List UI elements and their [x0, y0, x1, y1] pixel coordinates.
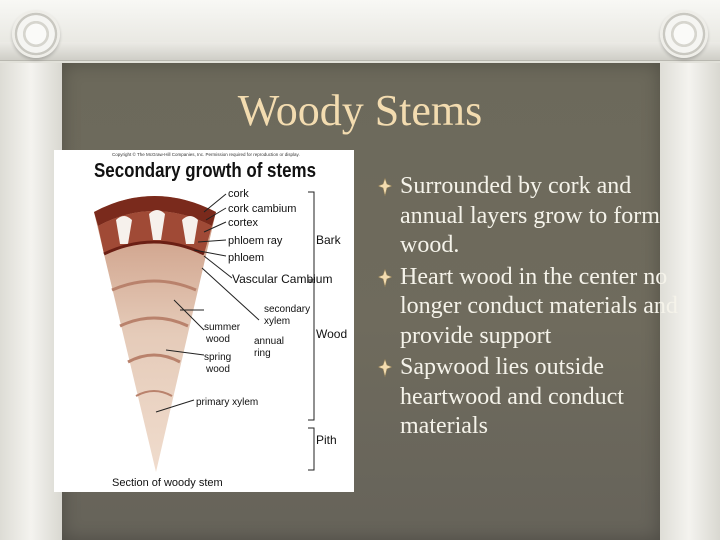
label-cortex: cortex: [228, 217, 258, 229]
label-vascular-cambium: Vascular Cambium: [232, 272, 332, 286]
bullet-item: Heart wood in the center no longer condu…: [378, 263, 678, 352]
bullet-text: Heart wood in the center no longer condu…: [400, 263, 678, 349]
annual-ring-4: [135, 390, 173, 397]
bullet-text: Surrounded by cork and annual layers gro…: [400, 173, 660, 258]
label-pith: Pith: [316, 433, 337, 447]
annual-ring-1: [111, 279, 197, 292]
label-summer-wood-2: wood: [205, 334, 230, 345]
slide-title: Woody Stems: [237, 86, 483, 135]
stem-diagram: Copyright © The McGraw-Hill Companies, I…: [54, 150, 354, 492]
copyright-text: Copyright © The McGraw-Hill Companies, I…: [112, 151, 300, 157]
phloem-ray-1: [116, 216, 132, 244]
label-phloem: phloem: [228, 252, 264, 264]
bullet-text: Sapwood lies outside heartwood and condu…: [400, 354, 624, 439]
label-secondary-xylem-1: secondary: [264, 304, 310, 315]
fleur-bullet-icon: [378, 359, 392, 377]
fleur-bullet-icon: [378, 178, 392, 196]
stem-diagram-svg: Copyright © The McGraw-Hill Companies, I…: [94, 151, 347, 489]
label-primary-xylem: primary xylem: [196, 397, 258, 408]
bullet-list: Surrounded by cork and annual layers gro…: [378, 172, 678, 444]
bullet-item: Surrounded by cork and annual layers gro…: [378, 172, 678, 261]
annual-ring-3: [127, 353, 181, 364]
diagram-heading: Secondary growth of stems: [94, 160, 316, 182]
stem-wedge: [94, 196, 216, 472]
diagram-caption: Section of woody stem: [112, 477, 223, 489]
label-annual-ring-2: ring: [254, 348, 271, 359]
phloem-ray-3: [182, 216, 198, 244]
right-scroll-ornament-icon: [660, 10, 708, 58]
label-cork: cork: [228, 188, 249, 200]
label-annual-ring-1: annual: [254, 336, 284, 347]
label-spring-wood-1: spring: [204, 352, 231, 363]
label-summer-wood-1: summer: [204, 322, 241, 333]
label-wood: Wood: [316, 327, 347, 341]
vascular-cambium-line: [103, 240, 205, 256]
label-bark: Bark: [316, 233, 342, 247]
left-scroll-ornament-icon: [12, 10, 60, 58]
left-pillar: [0, 63, 62, 540]
label-phloem-ray: phloem ray: [228, 235, 283, 247]
label-spring-wood-2: wood: [205, 364, 230, 375]
label-secondary-xylem-2: xylem: [264, 316, 290, 327]
cornice-beam: [0, 42, 720, 61]
label-cork-cambium: cork cambium: [228, 203, 296, 215]
annual-ring-2: [119, 316, 189, 328]
fleur-bullet-icon: [378, 268, 392, 287]
phloem-ray-2: [149, 210, 165, 240]
bullet-item: Sapwood lies outside heartwood and condu…: [378, 353, 678, 442]
right-pillar: [658, 63, 720, 540]
